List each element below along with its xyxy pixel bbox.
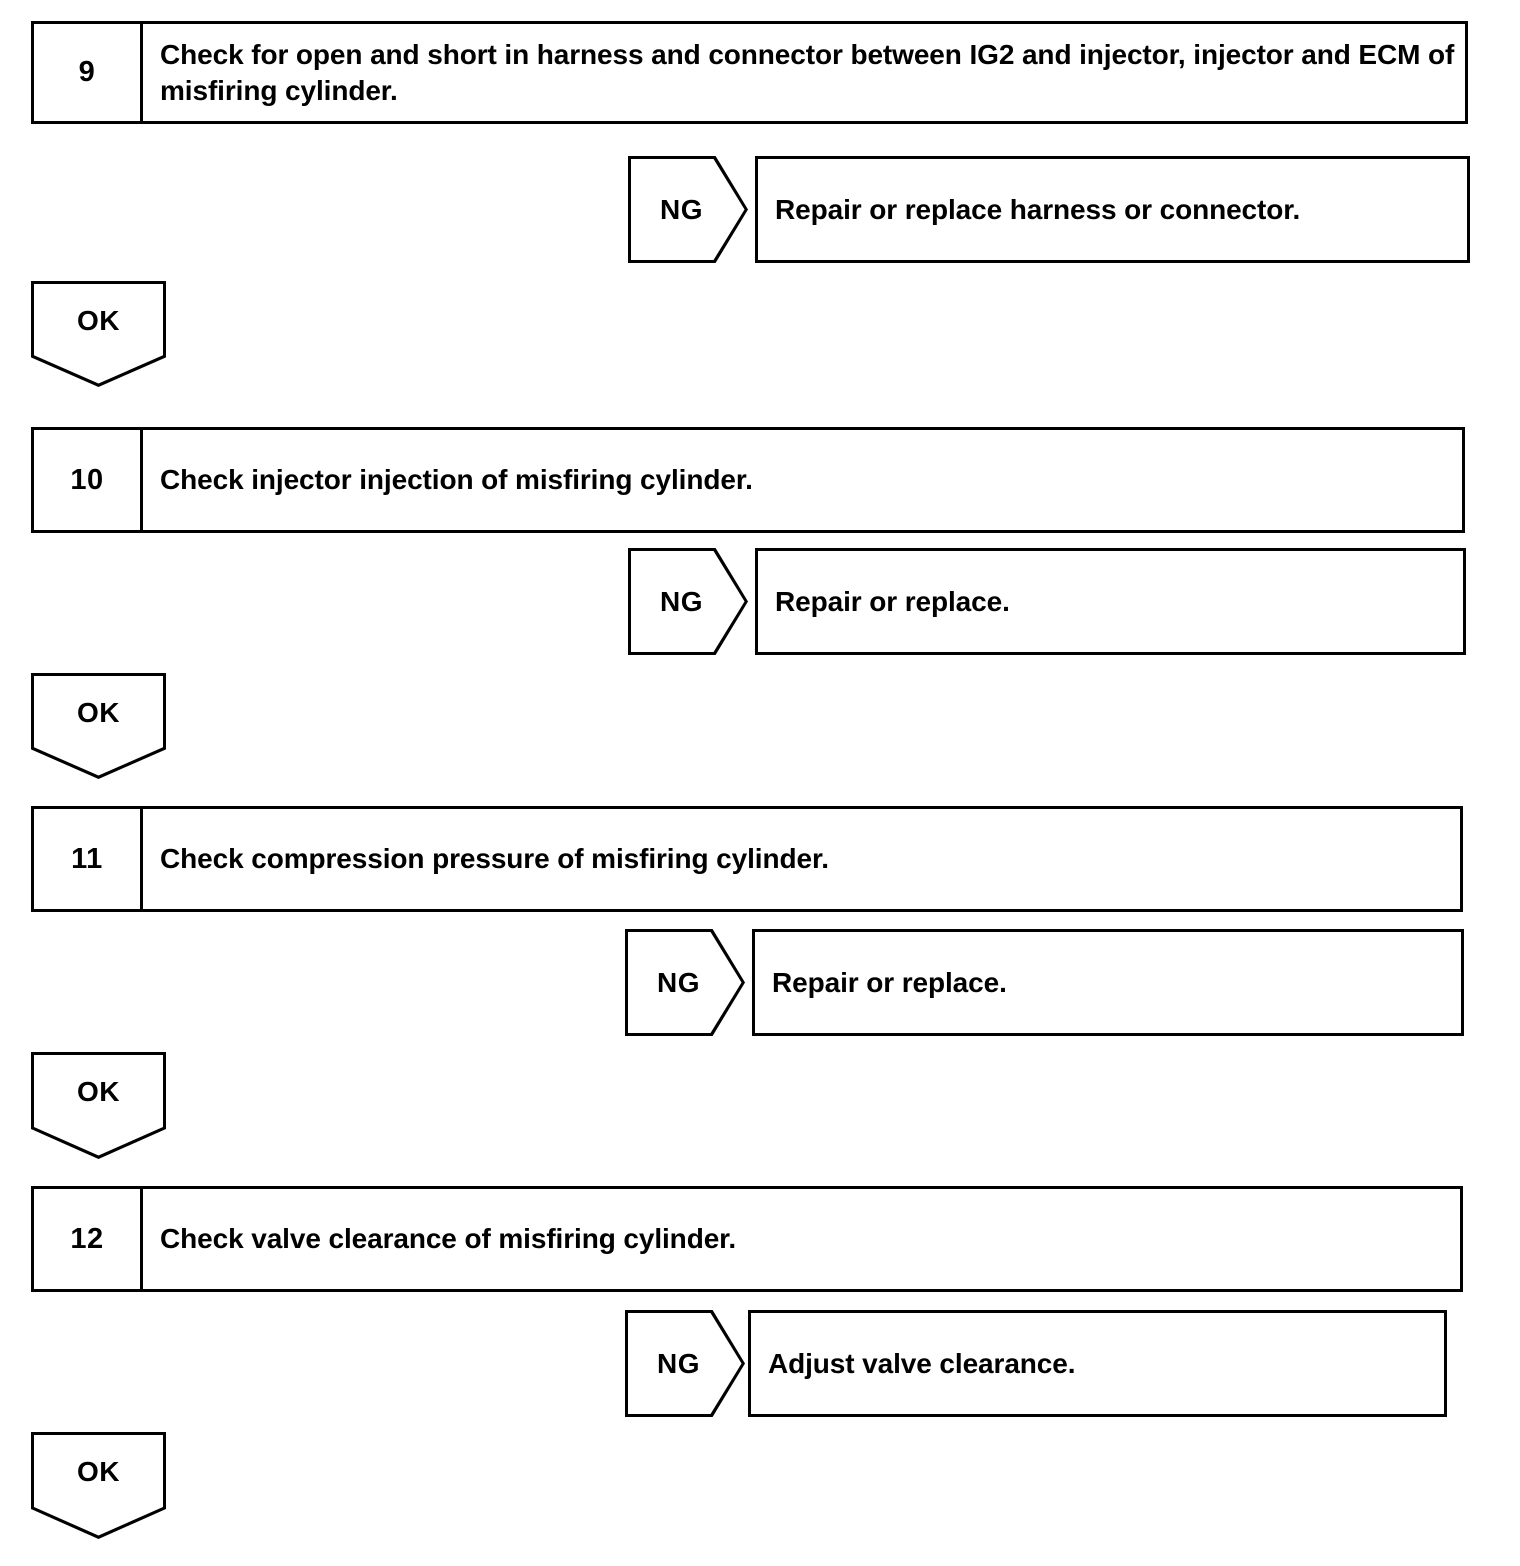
ng-result-box-12: Adjust valve clearance. — [748, 1310, 1447, 1417]
ng-tag-11-inner: NG — [628, 932, 742, 1033]
ng-tag-10-inner: NG — [631, 551, 745, 652]
ng-tag-12: NG — [625, 1310, 745, 1417]
step-box-9: 9 Check for open and short in harness an… — [31, 21, 1468, 124]
step-number-10: 10 — [34, 430, 143, 530]
step-box-10: 10 Check injector injection of misfiring… — [31, 427, 1465, 533]
step-box-11: 11 Check compression pressure of misfiri… — [31, 806, 1463, 912]
step-number-9: 9 — [34, 24, 143, 121]
ok-tag-11: OK — [31, 1052, 166, 1159]
ng-tag-11: NG — [625, 929, 745, 1036]
ok-tag-12: OK — [31, 1432, 166, 1539]
ng-label-11: NG — [657, 966, 700, 998]
ng-label-12: NG — [657, 1347, 700, 1379]
ok-tag-9: OK — [31, 281, 166, 387]
ng-tag-9-inner: NG — [631, 159, 745, 260]
step-number-12: 12 — [34, 1189, 143, 1289]
step-text-12: Check valve clearance of misfiring cylin… — [160, 1223, 737, 1255]
ok-label-12: OK — [77, 1456, 120, 1487]
step-number-11: 11 — [34, 809, 143, 909]
ok-label-10: OK — [77, 697, 120, 728]
step-text-11: Check compression pressure of misfiring … — [160, 843, 829, 875]
ng-tag-12-inner: NG — [628, 1313, 742, 1414]
ng-tag-10: NG — [628, 548, 748, 655]
ok-label-11: OK — [77, 1076, 120, 1107]
ng-result-box-11: Repair or replace. — [752, 929, 1464, 1036]
ng-result-box-10: Repair or replace. — [755, 548, 1466, 655]
ok-label-9: OK — [77, 305, 120, 336]
step-text-9: Check for open and short in harness and … — [160, 38, 1455, 106]
ng-tag-9: NG — [628, 156, 748, 263]
ng-label-10: NG — [660, 585, 703, 617]
ng-result-box-9: Repair or replace harness or connector. — [755, 156, 1470, 263]
step-text-10: Check injector injection of misfiring cy… — [160, 464, 753, 496]
ng-label-9: NG — [660, 193, 703, 225]
ok-tag-10: OK — [31, 673, 166, 779]
step-box-12: 12 Check valve clearance of misfiring cy… — [31, 1186, 1463, 1292]
